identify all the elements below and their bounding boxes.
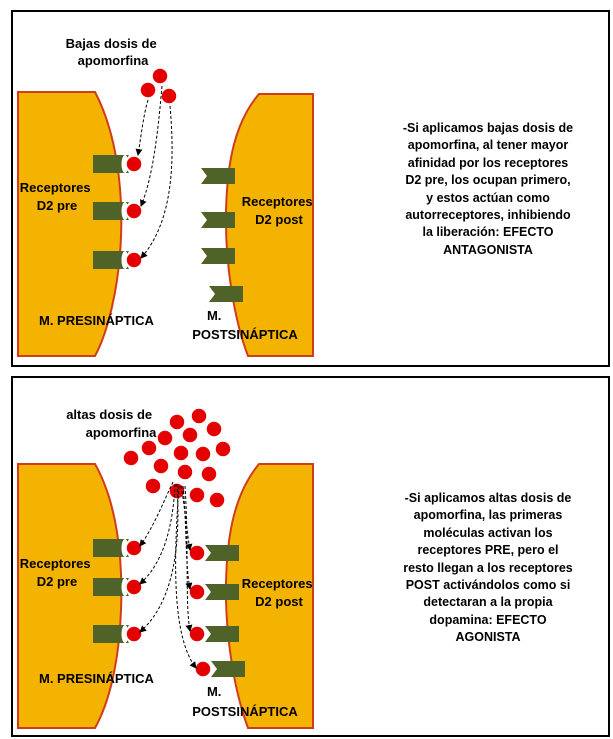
post-receptor <box>201 168 235 184</box>
apomorphine-molecule <box>152 68 168 84</box>
post-receptor <box>201 248 235 264</box>
apomorphine-molecule <box>189 584 205 600</box>
apomorphine-molecule <box>189 626 205 642</box>
dose-label: Bajas dosis de apomorfina <box>66 36 161 68</box>
apomorphine-molecule <box>191 408 207 424</box>
diffusion-arrow <box>140 484 175 584</box>
apomorphine-molecule <box>161 88 177 104</box>
apomorphine-molecule <box>182 427 198 443</box>
apomorphine-molecule <box>206 421 222 437</box>
post-receptor <box>205 545 239 561</box>
post-receptor <box>211 661 245 677</box>
description-text: -Si aplicamos bajas dosis de apomorfina,… <box>378 120 598 259</box>
membrane-pre-label: M. PRESINÁPTICA <box>39 671 154 686</box>
apomorphine-molecule <box>126 626 142 642</box>
apomorphine-molecule <box>126 203 142 219</box>
apomorphine-molecule <box>126 579 142 595</box>
apomorphine-molecule <box>140 82 156 98</box>
apomorphine-molecule <box>201 466 217 482</box>
apomorphine-molecule <box>157 430 173 446</box>
apomorphine-molecule <box>173 445 189 461</box>
pre-receptor <box>93 202 129 220</box>
apomorphine-molecule <box>141 440 157 456</box>
post-receptor <box>201 212 235 228</box>
diffusion-arrow <box>141 86 162 206</box>
pre-receptor <box>93 578 129 596</box>
dose-label: altas dosis de apomorfina <box>66 407 157 440</box>
apomorphine-molecule <box>189 487 205 503</box>
apomorphine-molecule <box>195 446 211 462</box>
pre-receptor <box>93 539 129 557</box>
apomorphine-molecule <box>195 661 211 677</box>
apomorphine-molecule <box>153 458 169 474</box>
pre-receptor <box>93 251 129 269</box>
apomorphine-molecule <box>126 156 142 172</box>
apomorphine-molecule <box>145 478 161 494</box>
apomorphine-molecule <box>215 441 231 457</box>
apomorphine-molecule <box>126 252 142 268</box>
membrane-pre-label: M. PRESINÁPTICA <box>39 313 154 328</box>
diffusion-arrow <box>141 106 172 258</box>
diffusion-arrow <box>138 100 148 155</box>
apomorphine-molecule <box>169 414 185 430</box>
apomorphine-molecule <box>177 464 193 480</box>
apomorphine-molecule <box>189 545 205 561</box>
description-text: -Si aplicamos altas dosis de apomorfina,… <box>378 490 598 647</box>
pre-receptor <box>93 155 129 173</box>
post-receptor <box>205 584 239 600</box>
apomorphine-molecule <box>209 492 225 508</box>
post-receptor <box>205 626 239 642</box>
panel-low-dose: Bajas dosis de apomorfina Receptores D2 … <box>11 10 610 367</box>
post-receptor <box>209 286 243 302</box>
diffusion-arrow <box>185 486 190 631</box>
apomorphine-molecule <box>126 540 142 556</box>
pre-receptor <box>93 625 129 643</box>
apomorphine-molecule <box>123 450 139 466</box>
panel-high-dose: altas dosis de apomorfina Receptores D2 … <box>11 376 610 737</box>
